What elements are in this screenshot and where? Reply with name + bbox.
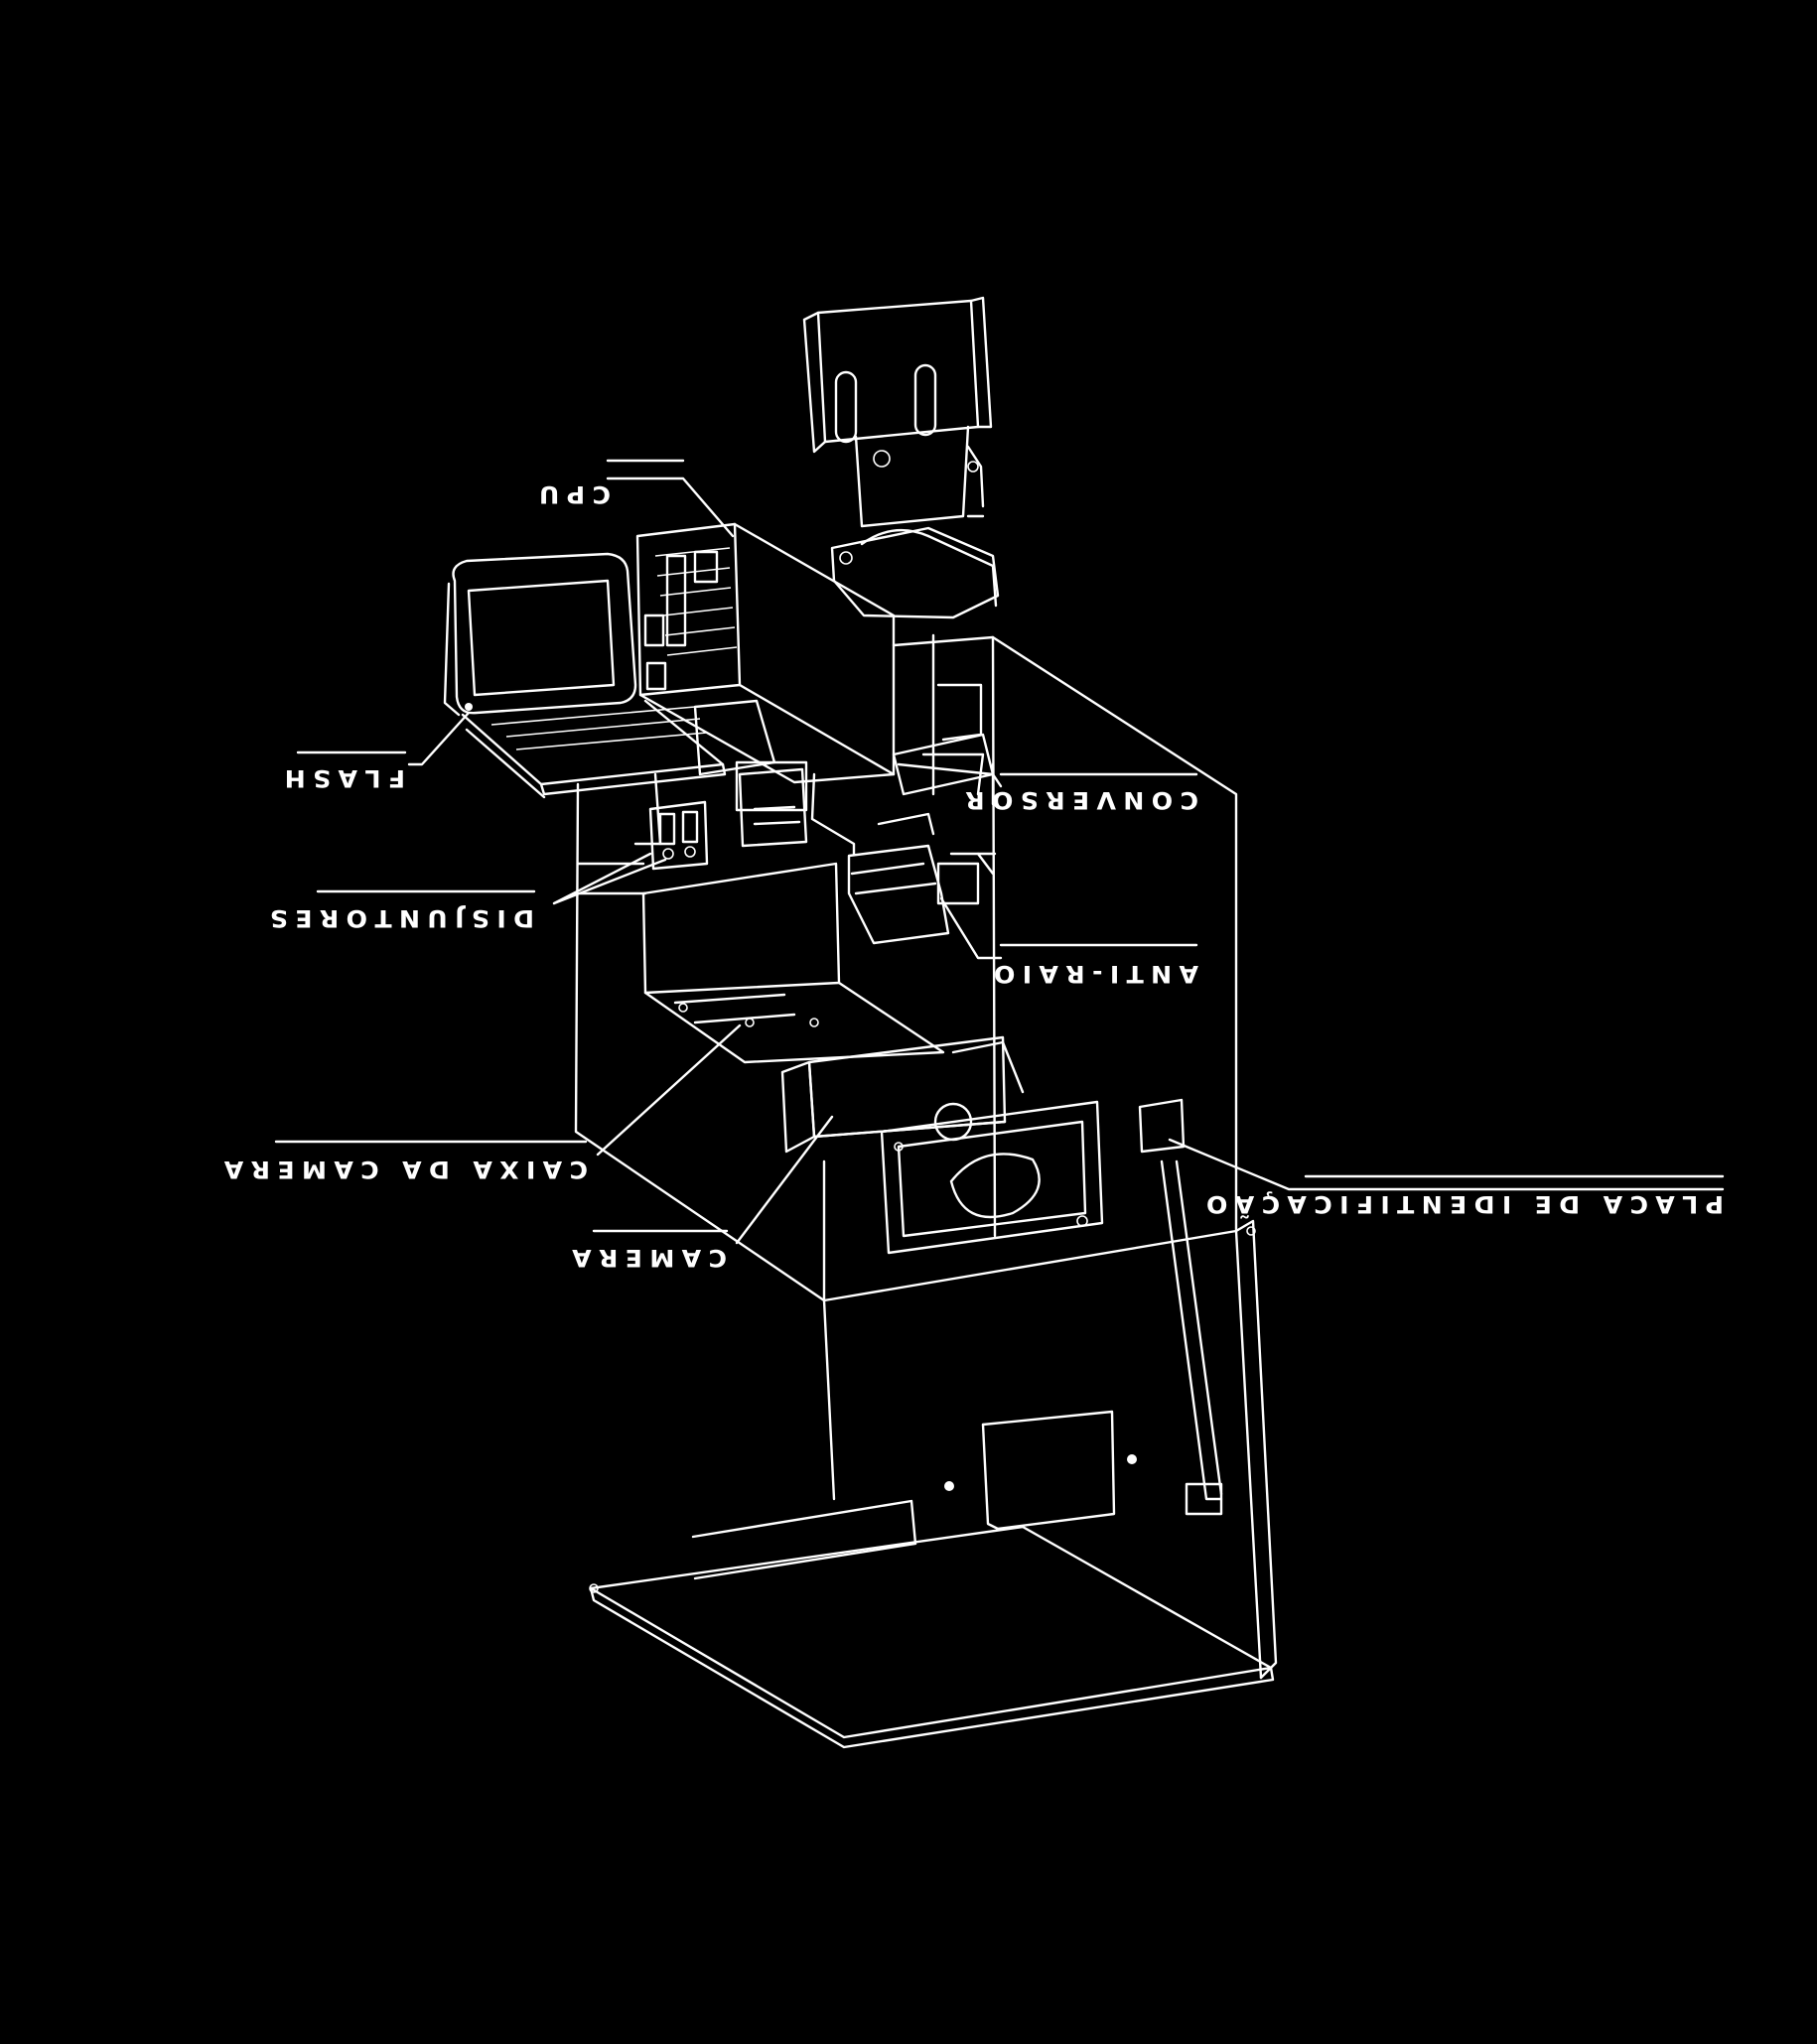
mounting-bracket [802, 296, 1000, 619]
placa-leader [1168, 1138, 1725, 1191]
flash-unit [443, 552, 727, 799]
label-underlines [274, 459, 1725, 1233]
cpu-module [635, 522, 896, 812]
label-caixa-camera: CAIXA DA CAMERA [216, 1156, 588, 1183]
label-camera: CAMERA [565, 1244, 727, 1272]
label-conversor: CONVERSOR [958, 786, 1198, 814]
flash-leader [407, 711, 471, 766]
callout-labels: CPU FLASH CONVERSOR DISJUNTORES ANTI-RAI… [216, 480, 1724, 1272]
label-placa: PLACA DE IDENTIFICAÇÃO [1199, 1190, 1724, 1218]
internal-components [641, 733, 1186, 1255]
cpu-leader [606, 477, 735, 538]
anti-raio-leader [939, 896, 1003, 960]
disjuntores-leader [552, 852, 667, 905]
lower-support [589, 1159, 1278, 1749]
label-flash: FLASH [277, 764, 405, 792]
camera-leader [735, 1115, 834, 1245]
label-disjuntores: DISJUNTORES [262, 904, 534, 932]
leader-lines [407, 477, 1725, 1245]
caixa-camera-leader [596, 1023, 742, 1157]
label-cpu: CPU [532, 480, 611, 508]
conversor-leader [897, 762, 1003, 788]
label-anti-raio: ANTI-RAIO [987, 960, 1198, 988]
